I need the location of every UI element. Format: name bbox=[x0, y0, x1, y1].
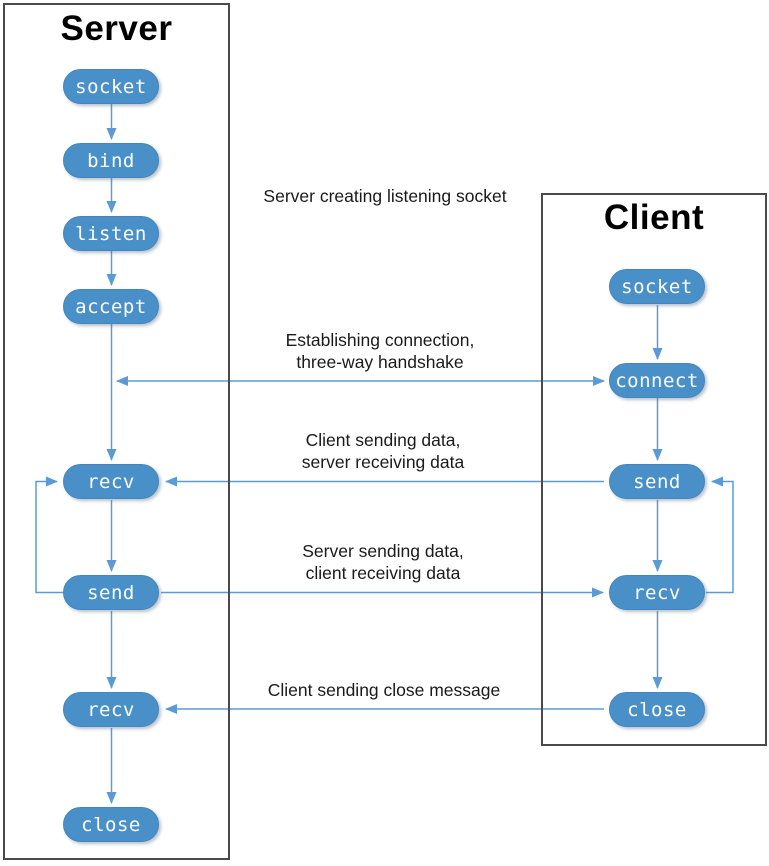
client-node-close: close bbox=[609, 692, 705, 727]
server-node-accept: accept bbox=[63, 289, 159, 324]
annotation-server-sending-data: Server sending data, client receiving da… bbox=[302, 540, 464, 584]
client-box: Client bbox=[541, 193, 767, 746]
annotation-line: Establishing connection, bbox=[285, 330, 475, 350]
server-node-close: close bbox=[63, 807, 159, 842]
annotation-handshake: Establishing connection, three-way hands… bbox=[286, 329, 475, 373]
client-node-recv: recv bbox=[609, 575, 705, 610]
annotation-close-message: Client sending close message bbox=[268, 679, 501, 701]
annotation-line: three-way handshake bbox=[296, 352, 464, 372]
server-box: Server bbox=[3, 3, 230, 860]
server-node-recv: recv bbox=[63, 464, 159, 499]
annotation-line: server receiving data bbox=[301, 452, 465, 472]
annotation-listening-socket: Server creating listening socket bbox=[263, 185, 506, 207]
annotation-line: Client sending data, bbox=[305, 430, 461, 450]
annotation-line: Client sending close message bbox=[267, 680, 501, 700]
annotation-client-sending-data: Client sending data, server receiving da… bbox=[302, 429, 464, 473]
server-node-listen: listen bbox=[63, 216, 159, 251]
client-node-socket: socket bbox=[609, 269, 705, 304]
server-node-socket: socket bbox=[63, 69, 159, 104]
client-node-connect: connect bbox=[609, 363, 705, 398]
server-node-bind: bind bbox=[63, 143, 159, 178]
server-node-send: send bbox=[63, 575, 159, 610]
client-title: Client bbox=[603, 198, 705, 237]
annotation-line: client receiving data bbox=[305, 563, 461, 583]
server-node-recv-2: recv bbox=[63, 692, 159, 727]
client-node-send: send bbox=[609, 464, 705, 499]
server-title: Server bbox=[60, 9, 173, 48]
annotation-line: Server creating listening socket bbox=[263, 186, 507, 206]
annotation-line: Server sending data, bbox=[302, 541, 464, 561]
